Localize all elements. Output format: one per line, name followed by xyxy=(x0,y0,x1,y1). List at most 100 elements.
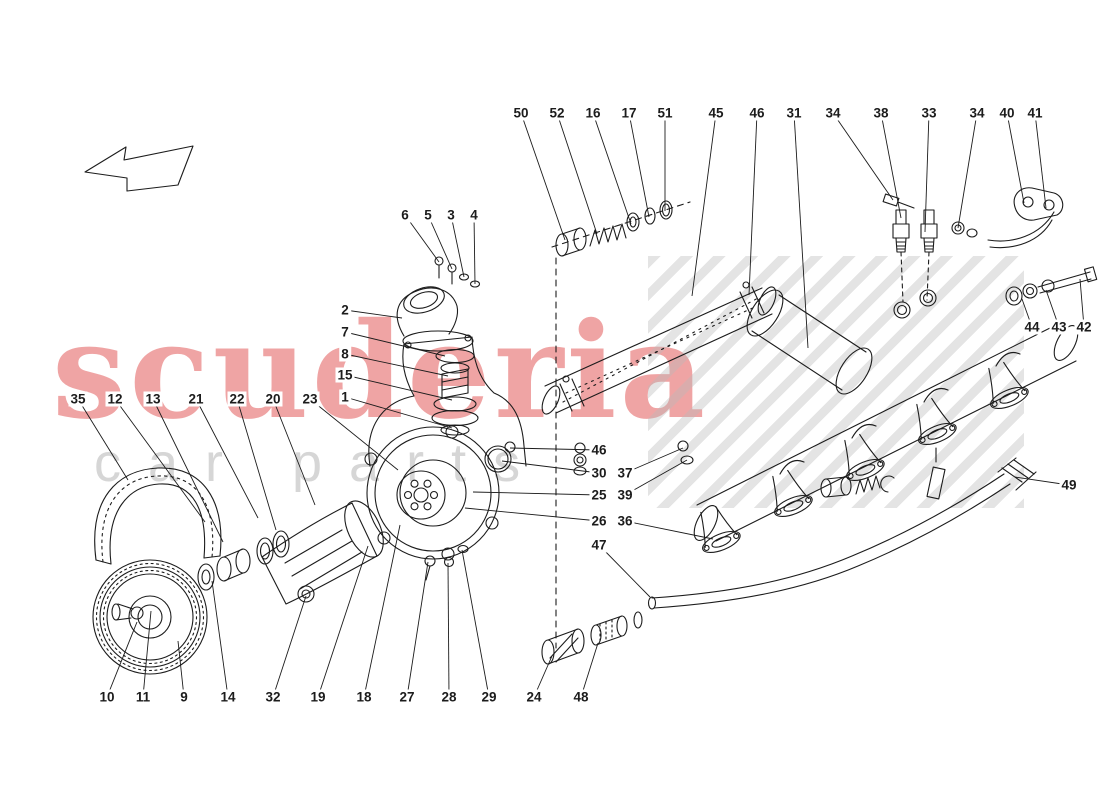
leader-line-23-29 xyxy=(309,398,399,471)
long-return-pipe xyxy=(647,447,1037,610)
leader-line-20-28 xyxy=(272,398,316,506)
callout-12: 12 xyxy=(105,391,125,407)
callout-39: 39 xyxy=(615,487,635,503)
callout-34: 34 xyxy=(823,105,843,121)
callout-16: 16 xyxy=(583,105,603,121)
callout-13: 13 xyxy=(143,391,163,407)
leader-line-46-6 xyxy=(748,112,758,296)
leader-line-28-50 xyxy=(447,562,450,698)
leader-line-17-3 xyxy=(628,112,650,218)
leader-line-29-51 xyxy=(461,549,490,698)
leader-line-41-13 xyxy=(1034,112,1047,209)
direction-arrow-icon xyxy=(84,145,194,192)
leader-line-18-48 xyxy=(363,524,401,698)
sleeve-assembly xyxy=(541,611,643,665)
callout-21: 21 xyxy=(186,391,206,407)
callout-20: 20 xyxy=(263,391,283,407)
callout-5: 5 xyxy=(422,207,434,223)
leader-line-3-16 xyxy=(450,214,465,278)
leader-line-8-20 xyxy=(344,353,449,377)
shaft-bearings xyxy=(197,530,290,591)
leader-line-19-47 xyxy=(317,545,369,698)
callout-34: 34 xyxy=(967,105,987,121)
leader-line-47-40 xyxy=(598,544,651,598)
leader-line-22-27 xyxy=(236,398,277,531)
leader-line-34-11 xyxy=(957,112,978,229)
callout-24: 24 xyxy=(524,689,544,705)
callout-8: 8 xyxy=(339,346,351,362)
callout-27: 27 xyxy=(397,689,417,705)
callout-52: 52 xyxy=(547,105,567,121)
callout-33: 33 xyxy=(919,105,939,121)
callout-23: 23 xyxy=(300,391,320,407)
leader-line-38-9 xyxy=(880,112,902,219)
callout-19: 19 xyxy=(308,689,328,705)
callout-43: 43 xyxy=(1049,319,1069,335)
leader-line-10-42 xyxy=(106,621,138,698)
callout-30: 30 xyxy=(589,465,609,481)
pump-body xyxy=(364,425,500,561)
leader-line-16-2 xyxy=(592,112,632,225)
callout-51: 51 xyxy=(655,105,675,121)
callout-3: 3 xyxy=(445,207,457,223)
callout-46: 46 xyxy=(747,105,767,121)
leader-line-31-7 xyxy=(793,112,809,349)
leader-line-27-49 xyxy=(406,561,429,698)
leader-line-42-32 xyxy=(1079,278,1085,328)
thermostat-spares xyxy=(551,200,691,649)
leader-line-7-19 xyxy=(344,331,446,357)
leader-line-4-17 xyxy=(473,214,476,285)
leader-line-46-33 xyxy=(509,447,600,451)
thermostat-housing xyxy=(368,286,527,467)
leader-line-45-5 xyxy=(691,112,717,297)
watermark-car-parts: car parts xyxy=(94,433,548,493)
callout-40: 40 xyxy=(997,105,1017,121)
callout-29: 29 xyxy=(479,689,499,705)
callout-49: 49 xyxy=(1059,477,1079,493)
support-bracket xyxy=(987,187,1098,306)
pump-rear-cover xyxy=(261,500,384,605)
leader-line-15-21 xyxy=(344,374,453,401)
callout-2: 2 xyxy=(339,302,351,318)
leader-line-6-14 xyxy=(404,214,440,263)
leader-line-37-35 xyxy=(624,447,684,474)
callout-37: 37 xyxy=(615,465,635,481)
leader-line-21-26 xyxy=(195,398,259,519)
leader-line-50-0 xyxy=(520,112,566,241)
callout-36: 36 xyxy=(615,513,635,529)
leader-line-13-25 xyxy=(152,398,224,543)
callout-46: 46 xyxy=(589,442,609,458)
callout-6: 6 xyxy=(399,207,411,223)
leader-line-35-23 xyxy=(77,398,129,481)
callout-18: 18 xyxy=(354,689,374,705)
callout-26: 26 xyxy=(589,513,609,529)
leader-line-11-43 xyxy=(142,610,152,698)
leader-line-14-45 xyxy=(211,580,229,698)
callout-47: 47 xyxy=(589,537,609,553)
leader-line-2-18 xyxy=(344,309,403,319)
callout-11: 11 xyxy=(133,689,153,705)
leader-line-30-34 xyxy=(501,460,600,474)
leader-line-26-38 xyxy=(464,507,600,522)
callout-14: 14 xyxy=(218,689,238,705)
pulley xyxy=(92,559,208,675)
leader-line-1-22 xyxy=(344,396,453,429)
drive-belt xyxy=(94,467,222,565)
callout-17: 17 xyxy=(619,105,639,121)
leader-line-33-10 xyxy=(924,112,930,233)
callout-48: 48 xyxy=(571,689,591,705)
leader-line-52-1 xyxy=(556,112,598,235)
leader-line-48-53 xyxy=(580,642,599,698)
callout-25: 25 xyxy=(589,487,609,503)
bypass-pipe xyxy=(746,289,873,395)
o-ring xyxy=(484,441,516,473)
callout-1: 1 xyxy=(339,389,351,405)
leader-line-39-37 xyxy=(624,459,688,496)
callout-15: 15 xyxy=(335,367,355,383)
callout-32: 32 xyxy=(263,689,283,705)
callout-45: 45 xyxy=(706,105,726,121)
callout-7: 7 xyxy=(339,324,351,340)
